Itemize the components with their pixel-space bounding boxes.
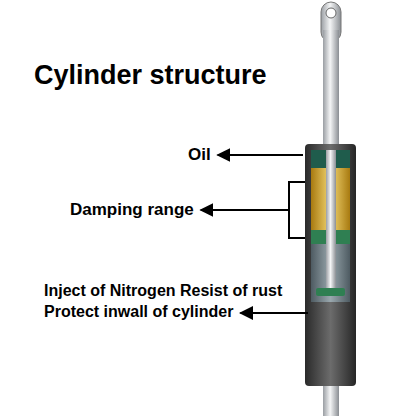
- damping-bracket: [289, 182, 305, 238]
- title: Cylinder structure: [34, 60, 267, 91]
- piston-rod: [323, 30, 339, 152]
- part-label: Inject of Nitrogen Resist of rust Protec…: [44, 280, 294, 322]
- leader-arrow: [240, 312, 308, 314]
- leader-arrow: [201, 209, 288, 211]
- cylinder-body: [305, 144, 356, 386]
- part-label: Damping range: [70, 199, 194, 221]
- leader-arrow: [218, 154, 303, 156]
- inner-rod: [326, 150, 336, 290]
- eye-hole: [326, 8, 336, 18]
- part-label: Oil: [188, 144, 211, 166]
- end-fitting: [323, 386, 339, 416]
- piston: [316, 288, 345, 296]
